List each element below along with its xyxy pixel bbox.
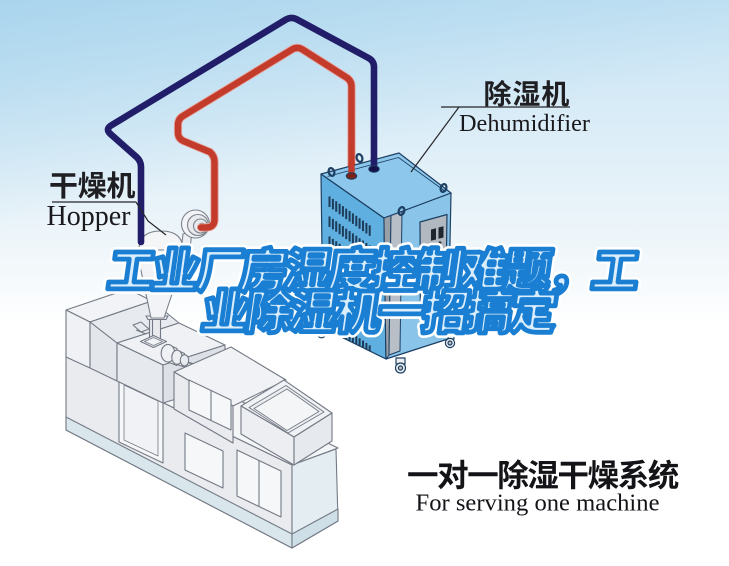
svg-text:Dehumidifier: Dehumidifier	[459, 110, 590, 137]
svg-text:For serving one machine: For serving one machine	[416, 490, 660, 517]
svg-text:Hopper: Hopper	[47, 201, 132, 232]
